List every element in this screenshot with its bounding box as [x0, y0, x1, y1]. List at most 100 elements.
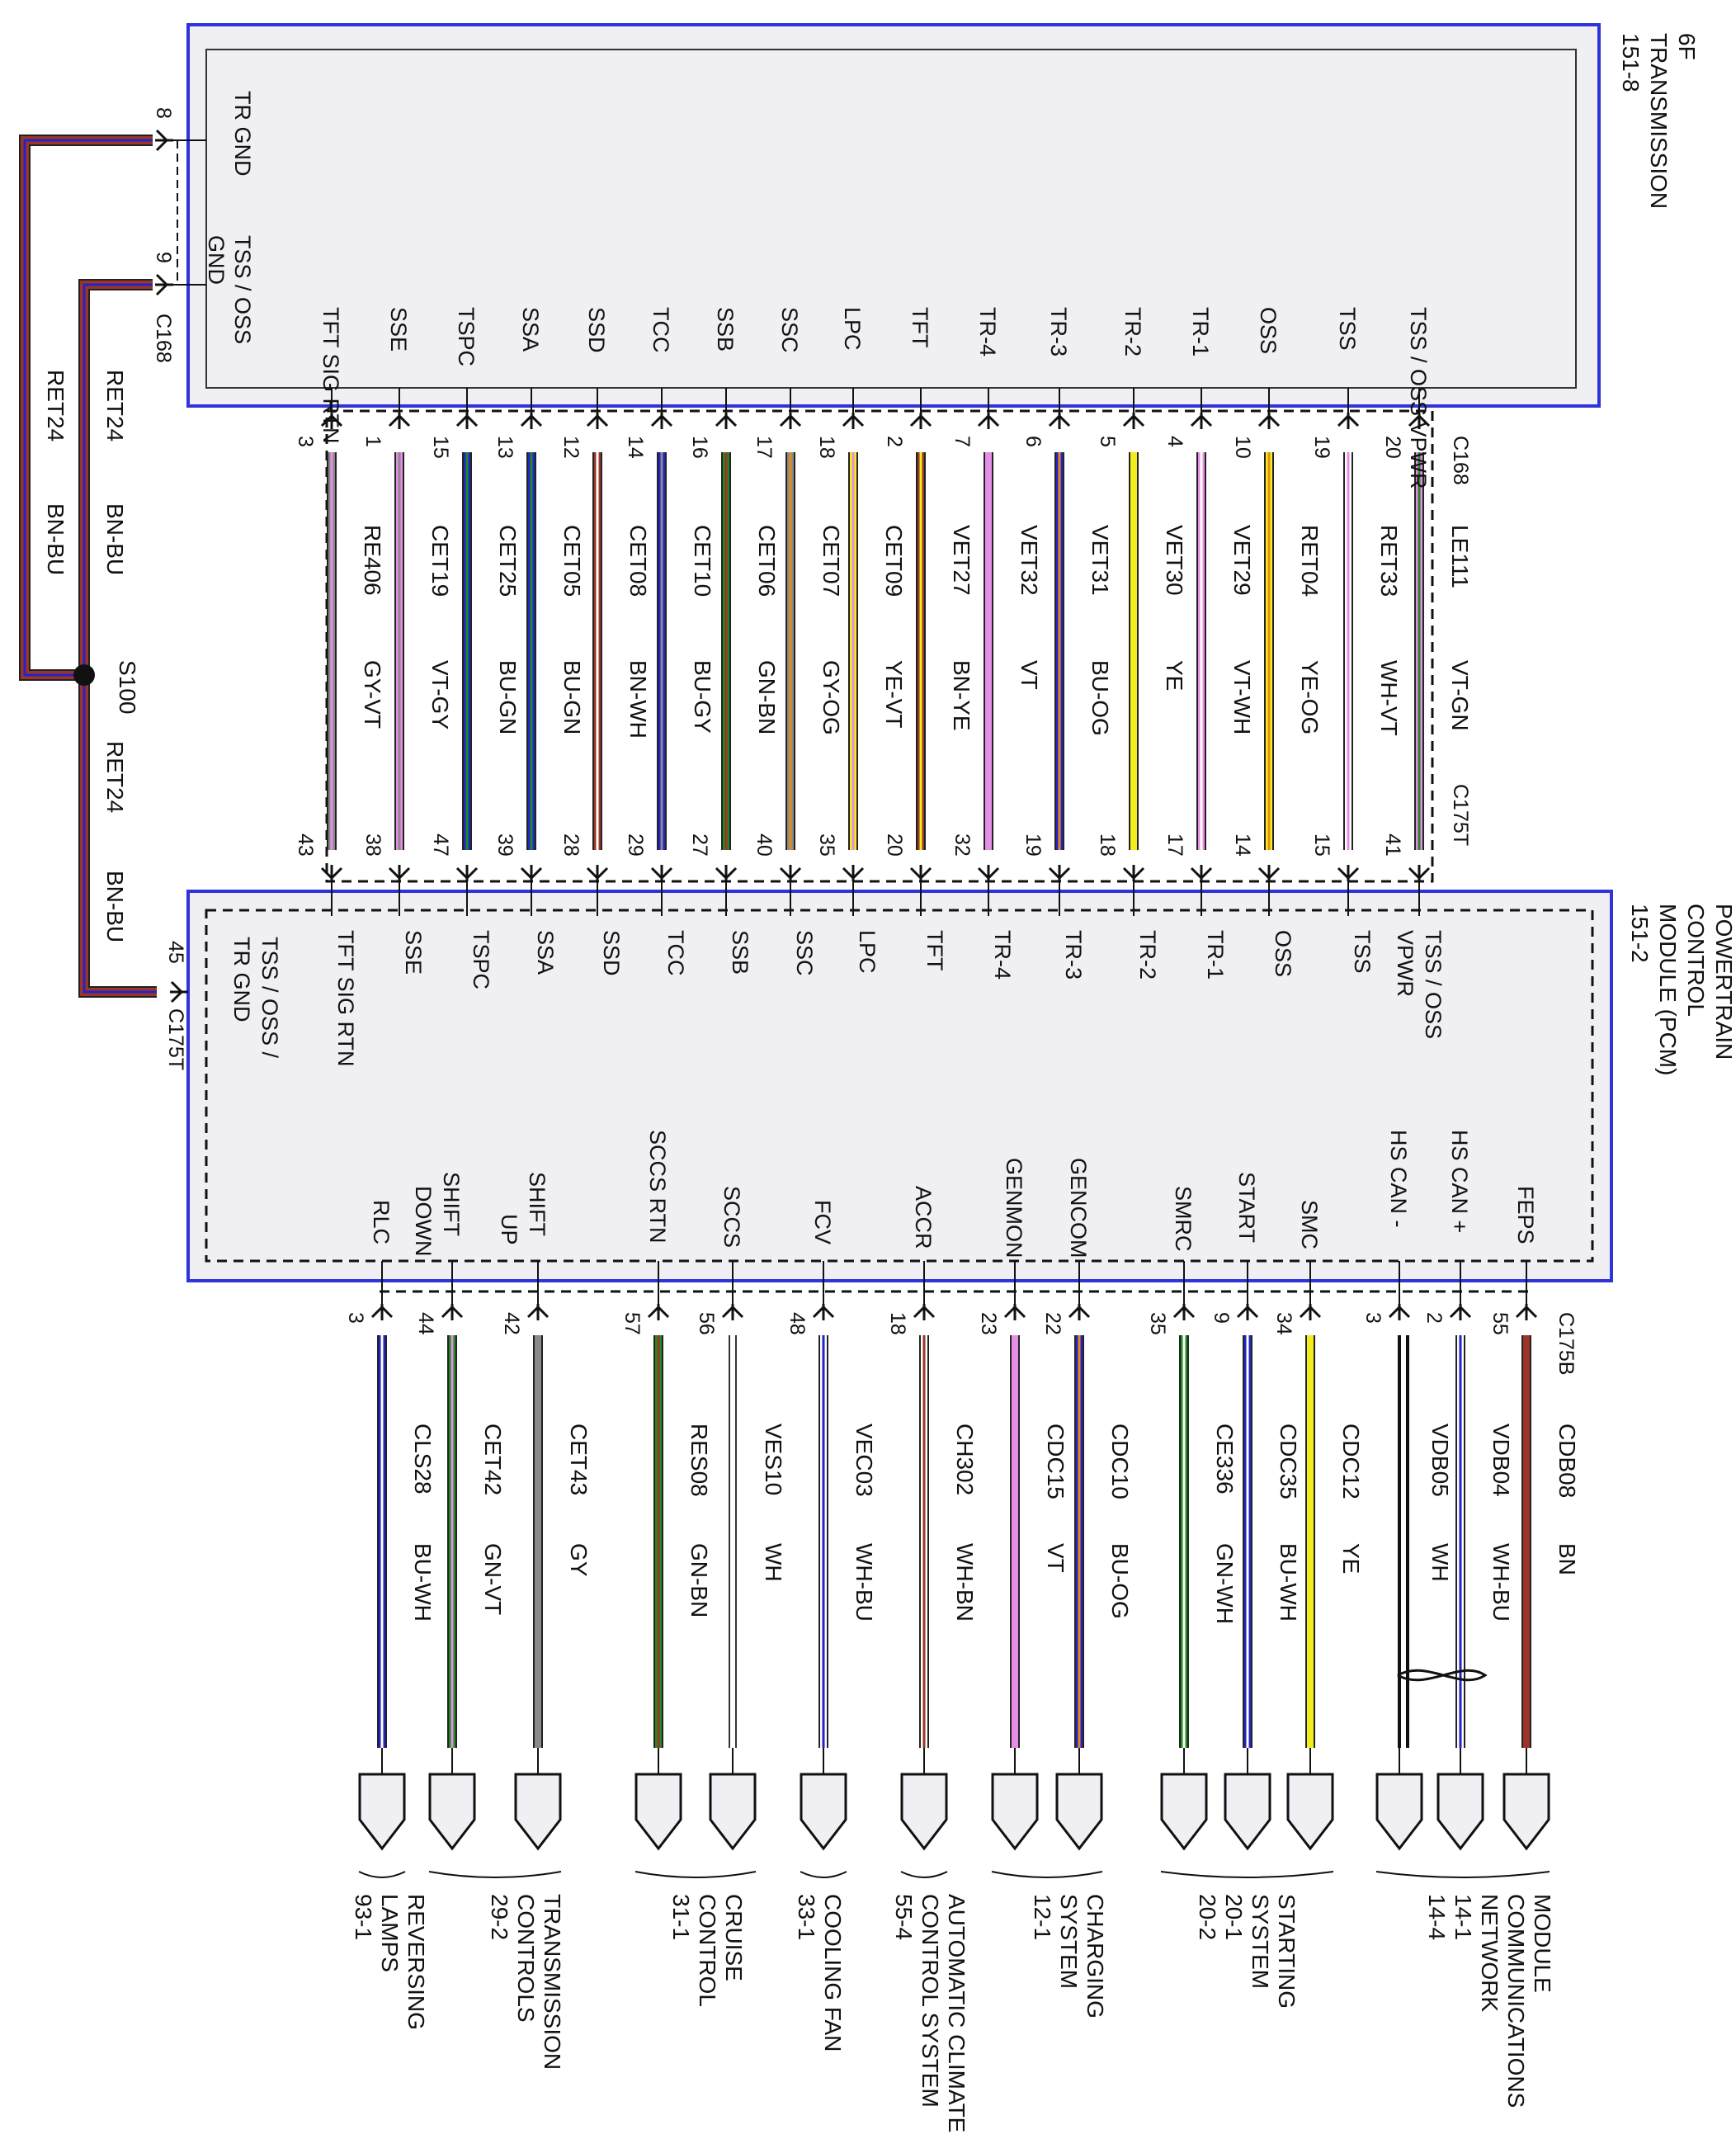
wire-color-label: VT-GN — [1447, 660, 1473, 731]
pcm-lower-pin-44-icon — [441, 1305, 464, 1319]
system-connector-icon — [1160, 1773, 1208, 1851]
wire-color-label: YE — [1338, 1543, 1364, 1574]
pcm-function-label: SSD — [599, 930, 624, 976]
wire-color-label: YE-VT — [881, 660, 907, 728]
pcm-lower-function-label: RLC — [369, 1200, 394, 1244]
pcm-gnd-function-label: TR GND — [229, 937, 254, 1022]
wire-circuit-label: CDB08 — [1554, 1424, 1580, 1498]
trans-pin-7-icon — [977, 413, 1000, 427]
trans-pin-10-icon — [1257, 413, 1281, 427]
pcm-lower-function-label: GENCOM — [1066, 1158, 1091, 1258]
wire-circuit-label: CET09 — [881, 525, 907, 597]
pcm-lower-function-label: SCCS RTN — [645, 1130, 670, 1244]
wire-circuit-label: RES08 — [686, 1424, 712, 1497]
trans-function-label: OSS — [1256, 307, 1281, 354]
trans-pin-20-icon — [1408, 413, 1431, 427]
pcm-inner-box — [205, 909, 1594, 1263]
wire-circuit-label: CET06 — [754, 525, 780, 597]
pcm-title: POWERTRAIN — [1711, 904, 1736, 1060]
wire-circuit-label: CH302 — [952, 1424, 978, 1495]
trans-function-label: TSPC — [454, 307, 479, 366]
pcm-lower-pin-23-icon — [1003, 1305, 1026, 1319]
wire-color-label: WH — [761, 1543, 786, 1582]
trans-pin-15-icon — [455, 413, 479, 427]
pcm-gnd-connector-label: C175T — [164, 1008, 187, 1070]
pcm-lower-connector-label: C175B — [1554, 1312, 1578, 1375]
pcm-lower-function-label: DOWN — [411, 1186, 436, 1256]
wire-color-label: BN — [1554, 1543, 1580, 1575]
trans-function-label: SSB — [713, 307, 738, 352]
trans-function-label: SSC — [777, 307, 802, 353]
wire-color-label: WH-VT — [1376, 660, 1402, 736]
trans-function-label: TR-4 — [975, 307, 1000, 356]
pcm-pin-number: 35 — [815, 833, 838, 857]
ground-wire-circuit-label: RET24 — [43, 370, 68, 441]
pcm-lower-pin-35-icon — [1172, 1305, 1196, 1319]
wire-circuit-label: CET42 — [480, 1424, 506, 1495]
pcm-lower-pin-number: 34 — [1272, 1312, 1295, 1335]
pcm-lower-function-label: HS CAN - — [1386, 1130, 1411, 1228]
pcm-function-label: TR-1 — [1203, 930, 1228, 980]
pcm-lower-function-label: SCCS — [719, 1186, 744, 1248]
pcm-lower-function-label: SHIFT — [525, 1172, 550, 1236]
wire-circuit-label: VDB05 — [1427, 1424, 1453, 1497]
trans-pin-number: 20 — [1381, 436, 1404, 459]
pcm-lower-pin-number: 22 — [1041, 1312, 1064, 1335]
trans-pin-number: 17 — [752, 436, 776, 459]
pcm-pin-number: 41 — [1381, 833, 1404, 857]
destination-brace — [428, 1871, 562, 1878]
pcm-function-label: TSS — [1350, 930, 1375, 974]
trans-pin-number: 16 — [688, 436, 711, 459]
trans-function-label: LPC — [840, 307, 865, 351]
destination-brace — [1160, 1871, 1334, 1878]
trans-pin-3-icon — [320, 413, 343, 427]
destination-brace — [800, 1871, 847, 1878]
pcm-lower-pin-number: 57 — [620, 1312, 644, 1335]
system-connector-icon — [1502, 1773, 1550, 1851]
wire-circuit-label: CET43 — [566, 1424, 592, 1495]
wire-color-label: WH-BU — [1488, 1543, 1514, 1622]
pcm-pin-number: 40 — [752, 833, 776, 857]
destination-label: 12-1 — [1030, 1894, 1055, 1940]
pcm-pin-27-icon — [715, 866, 738, 881]
system-connector-icon — [1224, 1773, 1271, 1851]
destination-label: CONTROL SYSTEM — [918, 1894, 943, 2108]
wire-circuit-label: VEC03 — [851, 1424, 877, 1497]
trans-pin-4-icon — [1190, 413, 1213, 427]
destination-brace — [634, 1871, 757, 1878]
destination-label: TRANSMISSION — [540, 1894, 565, 2070]
destination-label: 20-1 — [1221, 1894, 1247, 1940]
system-connector-icon — [1286, 1773, 1334, 1851]
pcm-lower-pin-number: 42 — [500, 1312, 523, 1335]
trans-pin-number: 10 — [1231, 436, 1254, 459]
wire-circuit-label: VET27 — [949, 525, 974, 596]
trans-gnd-pin-number: 8 — [152, 107, 175, 119]
pcm-function-label: SSE — [401, 930, 426, 975]
pcm-lower-function-label: FCV — [810, 1200, 835, 1244]
pcm-pin-number: 39 — [493, 833, 517, 857]
pcm-upper-connector-label: C175T — [1449, 784, 1472, 846]
pcm-gnd-function-label: TSS / OSS / — [257, 937, 282, 1059]
trans-pin-number: 14 — [624, 436, 647, 459]
trans-pin-number: 3 — [294, 436, 317, 447]
trans-gnd-function-label: GND — [204, 235, 229, 285]
ground-wire-stripe — [83, 283, 157, 994]
pcm-lower-pin-number: 18 — [886, 1312, 909, 1335]
destination-label: CHARGING — [1083, 1894, 1108, 2019]
pcm-function-label: VPWR — [1393, 930, 1418, 997]
pcm-title: CONTROL — [1683, 904, 1709, 1017]
pcm-pin-38-icon — [388, 866, 411, 881]
trans-pin-1-icon — [388, 413, 411, 427]
wire-color-label: BU-OG — [1107, 1543, 1133, 1619]
destination-label: COOLING FAN — [820, 1894, 846, 2052]
wire-color-label: WH-BN — [952, 1543, 978, 1622]
trans-function-label: TFT SIG RTN — [318, 307, 343, 444]
trans-gnd-pin-number: 9 — [152, 252, 175, 263]
trans-pin-18-icon — [842, 413, 865, 427]
wire-color-label: GN-BN — [686, 1543, 712, 1617]
pcm-pin-number: 38 — [361, 833, 384, 857]
pcm-lower-pin-57-icon — [647, 1305, 670, 1319]
trans-pin-5-icon — [1122, 413, 1145, 427]
pcm-pin-number: 14 — [1231, 833, 1254, 857]
system-connector-icon — [1436, 1773, 1484, 1851]
